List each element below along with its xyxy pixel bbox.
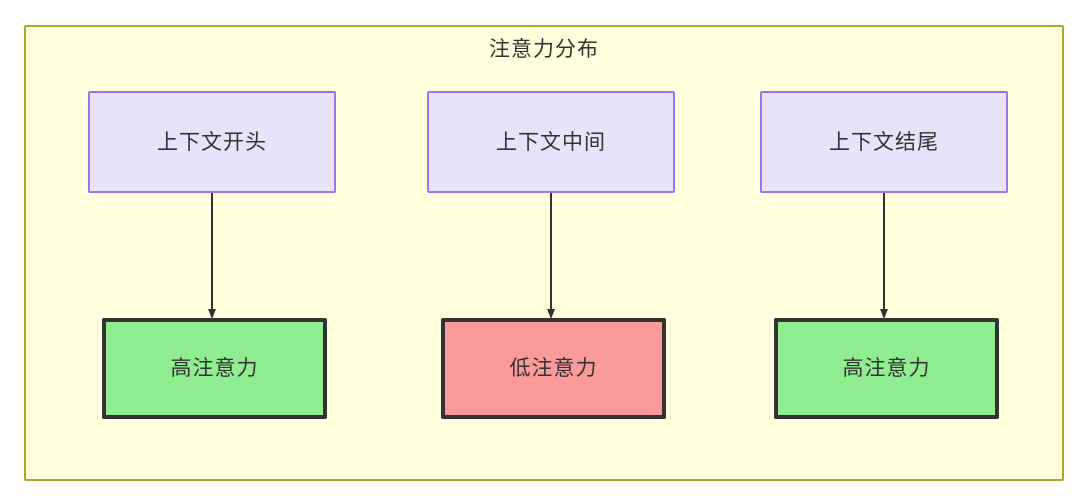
node-label: 上下文开头 xyxy=(157,130,267,154)
subgraph-title: 注意力分布 xyxy=(489,38,599,61)
node-context-start[interactable]: 上下文开头 xyxy=(88,91,336,193)
node-label: 上下文中间 xyxy=(496,130,606,154)
node-label: 上下文结尾 xyxy=(829,130,939,154)
node-label: 低注意力 xyxy=(509,357,598,380)
node-context-middle[interactable]: 上下文中间 xyxy=(427,91,675,193)
node-attention-high-end[interactable]: 高注意力 xyxy=(774,318,999,419)
node-label: 高注意力 xyxy=(170,357,259,380)
node-context-end[interactable]: 上下文结尾 xyxy=(760,91,1008,193)
node-attention-low-middle[interactable]: 低注意力 xyxy=(441,318,666,419)
node-attention-high-start[interactable]: 高注意力 xyxy=(102,318,327,419)
node-label: 高注意力 xyxy=(842,357,931,380)
